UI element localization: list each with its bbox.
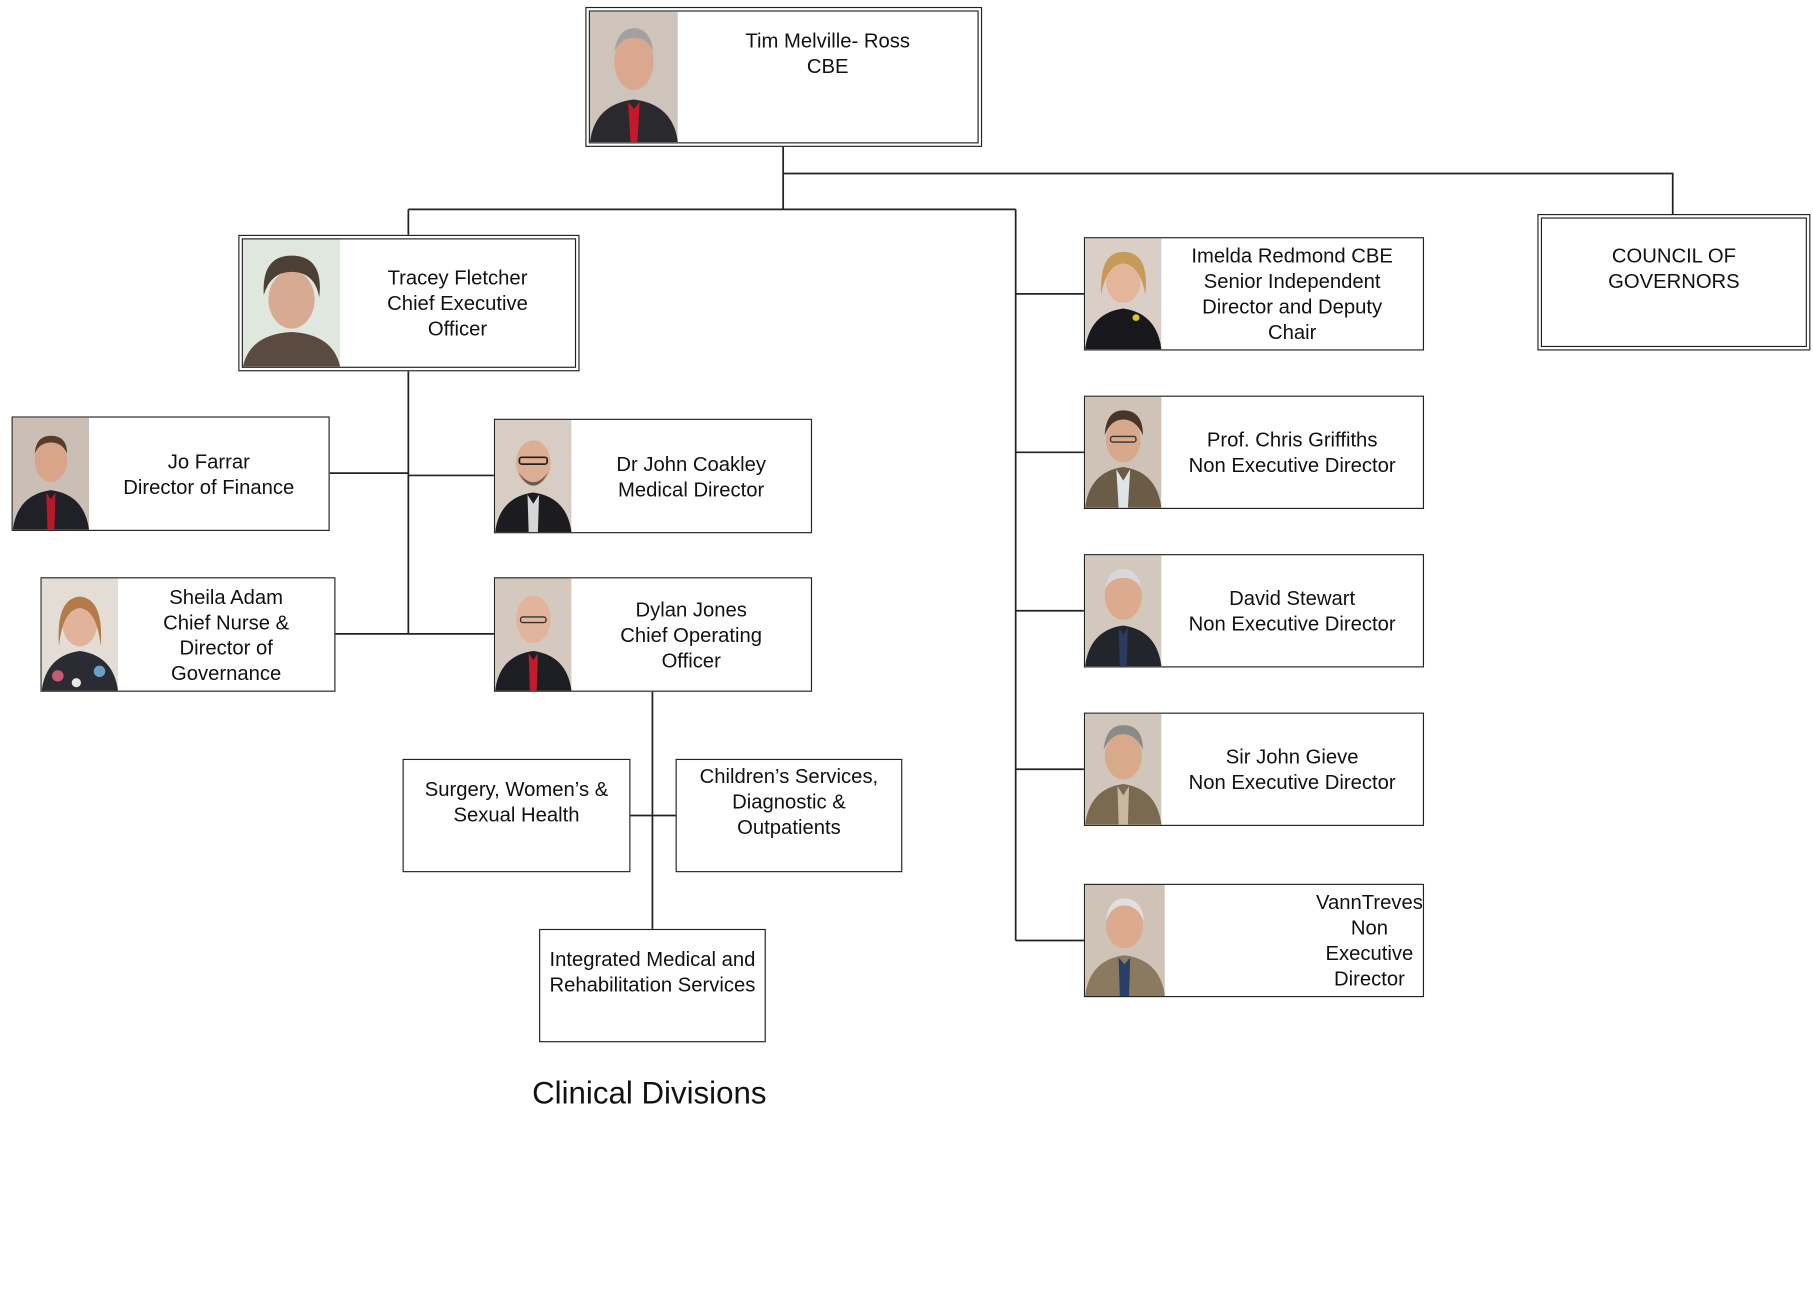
division-surgery-text: Surgery, Women’s & Sexual Health (404, 760, 630, 871)
ned-redmond-box: Imelda Redmond CBE Senior Independent Di… (1083, 237, 1425, 351)
division-children-text: Children’s Services, Diagnostic & Outpat… (677, 760, 901, 871)
ned-griffiths-name: Prof. Chris Griffiths (1206, 428, 1378, 452)
finance-director-name: Jo Farrar (167, 449, 250, 473)
chief-nurse-title-line1: Chief Nurse & (163, 610, 290, 634)
division-surgery-line1: Surgery, Women’s & (424, 777, 609, 801)
finance-director-text: Jo Farrar Director of Finance (89, 418, 328, 530)
chair-to-executives-line (407, 145, 1016, 238)
division-integrated-box: Integrated Medical and Rehabilitation Se… (539, 928, 766, 1043)
coo-text: Dylan Jones Chief Operating Officer (571, 578, 810, 690)
ned-redmond-title-line3: Chair (1267, 320, 1317, 344)
ned-griffiths-title: Non Executive Director (1188, 453, 1396, 477)
ned-gieve-box: Sir John Gieve Non Executive Director (1083, 712, 1425, 826)
medical-director-text: Dr John Coakley Medical Director (571, 420, 810, 532)
ned-stewart-box: David Stewart Non Executive Director (1083, 554, 1425, 668)
coo-box: Dylan Jones Chief Operating Officer (493, 577, 813, 692)
ceo-title-line1: Chief Executive (387, 291, 528, 315)
coo-photo (495, 578, 572, 691)
division-integrated-line1: Integrated Medical and (549, 947, 756, 971)
ned-treves-name: VannTreves (1315, 890, 1423, 914)
ned-redmond-title-line1: Senior Independent (1203, 269, 1381, 293)
chief-nurse-title-line3: Governance (171, 661, 282, 685)
clinical-divisions-caption: Clinical Divisions (532, 1075, 767, 1111)
medical-director-photo (495, 419, 572, 533)
chief-nurse-photo (41, 578, 118, 691)
chair-box: Tim Melville- Ross CBE (585, 6, 983, 147)
ned-stewart-name: David Stewart (1229, 586, 1356, 610)
coo-to-divisions-line (630, 691, 676, 929)
medical-director-name: Dr John Coakley (616, 451, 767, 475)
ned-treves-box: VannTreves Non Executive Director (1083, 883, 1425, 998)
chief-nurse-title-line2: Director of (179, 635, 273, 659)
ned-treves-photo (1085, 884, 1165, 997)
division-children-box: Children’s Services, Diagnostic & Outpat… (675, 758, 903, 873)
ned-redmond-photo (1085, 238, 1162, 350)
ned-gieve-photo (1085, 713, 1162, 825)
ned-griffiths-text: Prof. Chris Griffiths Non Executive Dire… (1161, 397, 1422, 508)
chair-to-council-line (783, 172, 1674, 216)
ceo-text: Tracey Fletcher Chief Executive Officer (340, 239, 575, 366)
finance-director-title: Director of Finance (123, 474, 295, 499)
medical-director-title: Medical Director (618, 477, 765, 501)
ceo-box: Tracey Fletcher Chief Executive Officer (238, 234, 580, 372)
ned-treves-title-line2: Executive (1325, 941, 1414, 965)
coo-title-line2: Officer (661, 648, 721, 672)
ceo-title-line2: Officer (427, 316, 488, 341)
ned-treves-title-line1: Non (1350, 916, 1388, 940)
council-line1: COUNCIL OF (1611, 244, 1736, 268)
chief-nurse-name: Sheila Adam (169, 584, 283, 608)
ned-redmond-name: Imelda Redmond CBE (1191, 244, 1393, 268)
ned-griffiths-box: Prof. Chris Griffiths Non Executive Dire… (1083, 395, 1425, 509)
finance-director-photo (12, 417, 90, 530)
ned-redmond-title-line2: Director and Deputy (1202, 294, 1383, 319)
division-integrated-text: Integrated Medical and Rehabilitation Se… (540, 930, 764, 1041)
division-children-line3: Outpatients (737, 815, 841, 839)
ned-gieve-text: Sir John Gieve Non Executive Director (1161, 714, 1422, 825)
chief-nurse-box: Sheila Adam Chief Nurse & Director of Go… (40, 577, 336, 692)
finance-director-box: Jo Farrar Director of Finance (11, 416, 330, 531)
chair-photo (589, 11, 678, 143)
council-line2: GOVERNORS (1608, 269, 1740, 293)
division-surgery-box: Surgery, Women’s & Sexual Health (402, 758, 631, 873)
ned-gieve-name: Sir John Gieve (1225, 744, 1359, 769)
connector-lines (329, 145, 1674, 942)
ned-branch-lines (1015, 292, 1084, 942)
chief-nurse-text: Sheila Adam Chief Nurse & Director of Go… (118, 578, 334, 690)
ceo-branch-lines (329, 472, 494, 635)
ned-treves-text: VannTreves Non Executive Director (1165, 885, 1423, 996)
chair-name: Tim Melville- Ross (745, 28, 910, 53)
coo-title-line1: Chief Operating (620, 622, 763, 647)
ned-treves-lines: VannTreves Non Executive Director (1316, 890, 1423, 992)
ceo-photo (242, 239, 341, 367)
ned-treves-title-line3: Director (1333, 967, 1405, 991)
division-children-line1: Children’s Services, (699, 764, 879, 788)
medical-director-box: Dr John Coakley Medical Director (493, 418, 813, 534)
ned-stewart-photo (1085, 555, 1162, 667)
ned-stewart-title: Non Executive Director (1188, 611, 1396, 636)
ned-gieve-title: Non Executive Director (1188, 770, 1396, 794)
chair-text: Tim Melville- Ross CBE (678, 12, 978, 143)
division-integrated-line2: Rehabilitation Services (549, 972, 756, 997)
chair-title: CBE (806, 54, 849, 78)
division-children-line2: Diagnostic & (732, 790, 846, 814)
ned-stewart-text: David Stewart Non Executive Director (1161, 555, 1422, 666)
coo-name: Dylan Jones (635, 597, 747, 621)
council-text: COUNCIL OF GOVERNORS (1542, 219, 1806, 346)
division-surgery-line2: Sexual Health (453, 802, 580, 826)
ned-redmond-text: Imelda Redmond CBE Senior Independent Di… (1161, 238, 1422, 349)
ceo-name: Tracey Fletcher (387, 266, 528, 290)
ned-griffiths-photo (1085, 396, 1162, 508)
council-box: COUNCIL OF GOVERNORS (1537, 214, 1811, 351)
